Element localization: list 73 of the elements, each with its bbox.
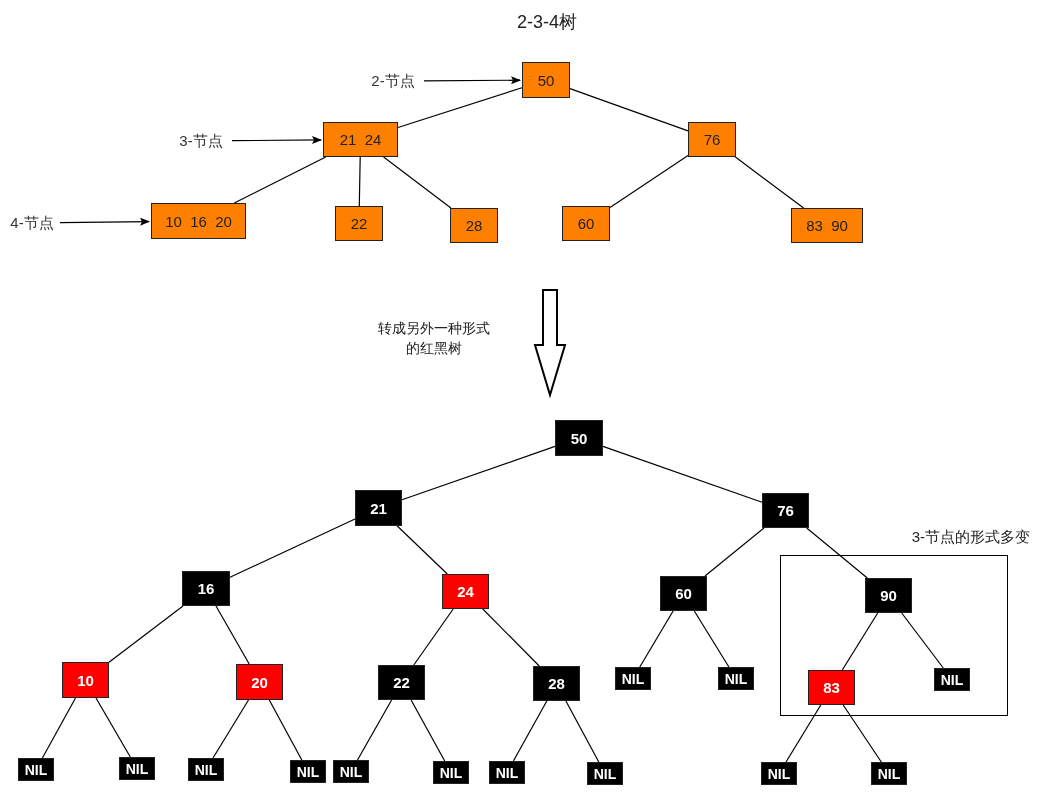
nil-leaf-box: NIL [333,760,369,783]
tree-node-box: 60 [660,576,707,611]
tree-edge [841,612,879,671]
nil-leaf-box: NIL [119,757,155,780]
node-type-label: 4-节点 [4,212,60,234]
tree-edge [356,699,393,761]
tree-node-box: 24 [442,574,489,609]
tree-node-box: 50 [555,420,603,456]
tree-edge [108,605,184,663]
tree-node-box: 10 16 20 [151,203,246,239]
tree-edge [512,700,548,762]
node-type-label: 2-节点 [362,70,424,92]
tree-edge [212,699,250,759]
nil-leaf-box: NIL [18,758,54,781]
nil-leaf-box: NIL [934,668,970,691]
arrow [231,136,322,144]
tree-edge [397,87,523,129]
nil-leaf-box: NIL [188,758,224,781]
tree-edge [565,700,600,763]
nil-leaf-box: NIL [489,761,525,784]
nil-leaf-box: NIL [587,762,623,785]
tree-edge [734,156,805,209]
tree-edge [95,697,131,758]
tree-edge [410,699,446,762]
tree-node-box: 90 [865,578,912,613]
tree-node-box: 60 [562,206,610,241]
tree-node-box: 21 24 [323,122,398,157]
tree-edge [268,699,303,761]
tree-edge [229,518,356,578]
tree-node-box: 21 [355,490,402,526]
tree-edge [569,88,689,132]
tree-edge [413,608,454,666]
tree-node-box: 28 [533,666,580,701]
nil-leaf-box: NIL [290,760,326,783]
tree-node-box: 16 [182,571,230,606]
tree-edge [806,527,868,579]
tree-node-box: 10 [62,662,109,698]
tree-node-box: 83 90 [791,208,863,243]
arrow [59,217,150,226]
nil-leaf-box: NIL [871,762,907,785]
tree-edge [233,156,327,204]
tree-node-box: 28 [450,208,498,243]
tree-edge [358,156,361,207]
tree-edge [215,605,250,665]
tree-edge [383,156,452,209]
nil-leaf-box: NIL [615,667,651,690]
tree-edge [901,612,944,669]
tree-edge [396,525,448,575]
tree-node-box: 22 [335,206,383,241]
tree-node-box: 20 [236,664,283,700]
tree-node-box: 76 [762,493,809,528]
nil-leaf-box: NIL [718,667,754,690]
tree-node-box: 50 [522,62,570,98]
nil-leaf-box: NIL [761,762,797,785]
note-text: 转成另外一种形式的红黑树 [378,319,490,358]
tree-edge [482,608,540,667]
tree-node-box: 83 [808,670,855,705]
group-heading: 3-节点的形式多变 [911,528,1030,547]
tree-edge [639,610,674,668]
nil-leaf-box: NIL [433,761,469,784]
node-type-label: 3-节点 [170,130,232,152]
tree-node-box: 76 [688,122,736,157]
tree-node-box: 22 [378,665,425,700]
arrow [423,76,521,85]
tree-edge [41,697,77,759]
diagram-title: 2-3-4树 [516,11,578,34]
tree-edge [609,154,689,209]
tree-edge [704,527,765,577]
tree-edge [785,704,822,763]
tree-edge [842,704,882,763]
tree-edge [602,445,763,503]
tree-edge [401,445,556,501]
tree-edge [693,610,730,668]
